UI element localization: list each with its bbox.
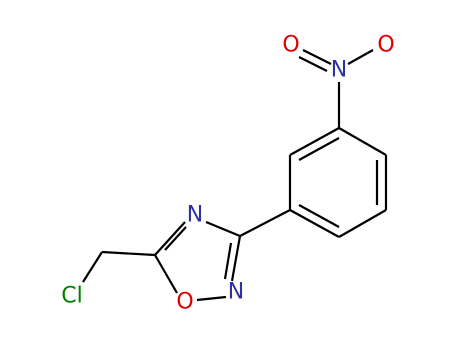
bond-c3-n2 — [230, 235, 242, 282]
atom-nitrogen-nitro: N — [331, 58, 347, 83]
bond-n-o1-double — [298, 56, 328, 72]
bond-ch2-c5 — [101, 250, 156, 257]
bond-cl-ch2 — [82, 251, 103, 283]
bond-ar3 — [338, 127, 387, 156]
bond-c3-n2-double — [223, 242, 233, 280]
bond-c5-n4-double — [164, 226, 187, 251]
bond-n-o1 — [302, 49, 332, 65]
bond-ar6 — [289, 209, 340, 238]
bond-ar2 — [289, 127, 340, 156]
atom-chlorine: Cl — [61, 284, 82, 309]
atom-oxygen-ring: O — [176, 290, 193, 315]
bond-c3-aryl — [239, 209, 291, 237]
atom-nitrogen-ring-top: N — [187, 203, 203, 228]
atom-nitrogen-ring-bottom: N — [228, 280, 244, 305]
atom-oxygen-nitro-2: O — [377, 33, 394, 58]
bond-o1-c5 — [154, 254, 178, 294]
bond-n-o2 — [347, 49, 374, 65]
bond-c5-n4 — [154, 221, 186, 256]
bond-ar6-inner — [298, 204, 340, 228]
bond-ar2-inner — [298, 137, 340, 161]
bond-ar5 — [338, 209, 387, 238]
atom-oxygen-nitro-1: O — [282, 33, 299, 58]
bond-n2-o1 — [196, 295, 227, 302]
bond-n4-c3 — [205, 220, 241, 238]
